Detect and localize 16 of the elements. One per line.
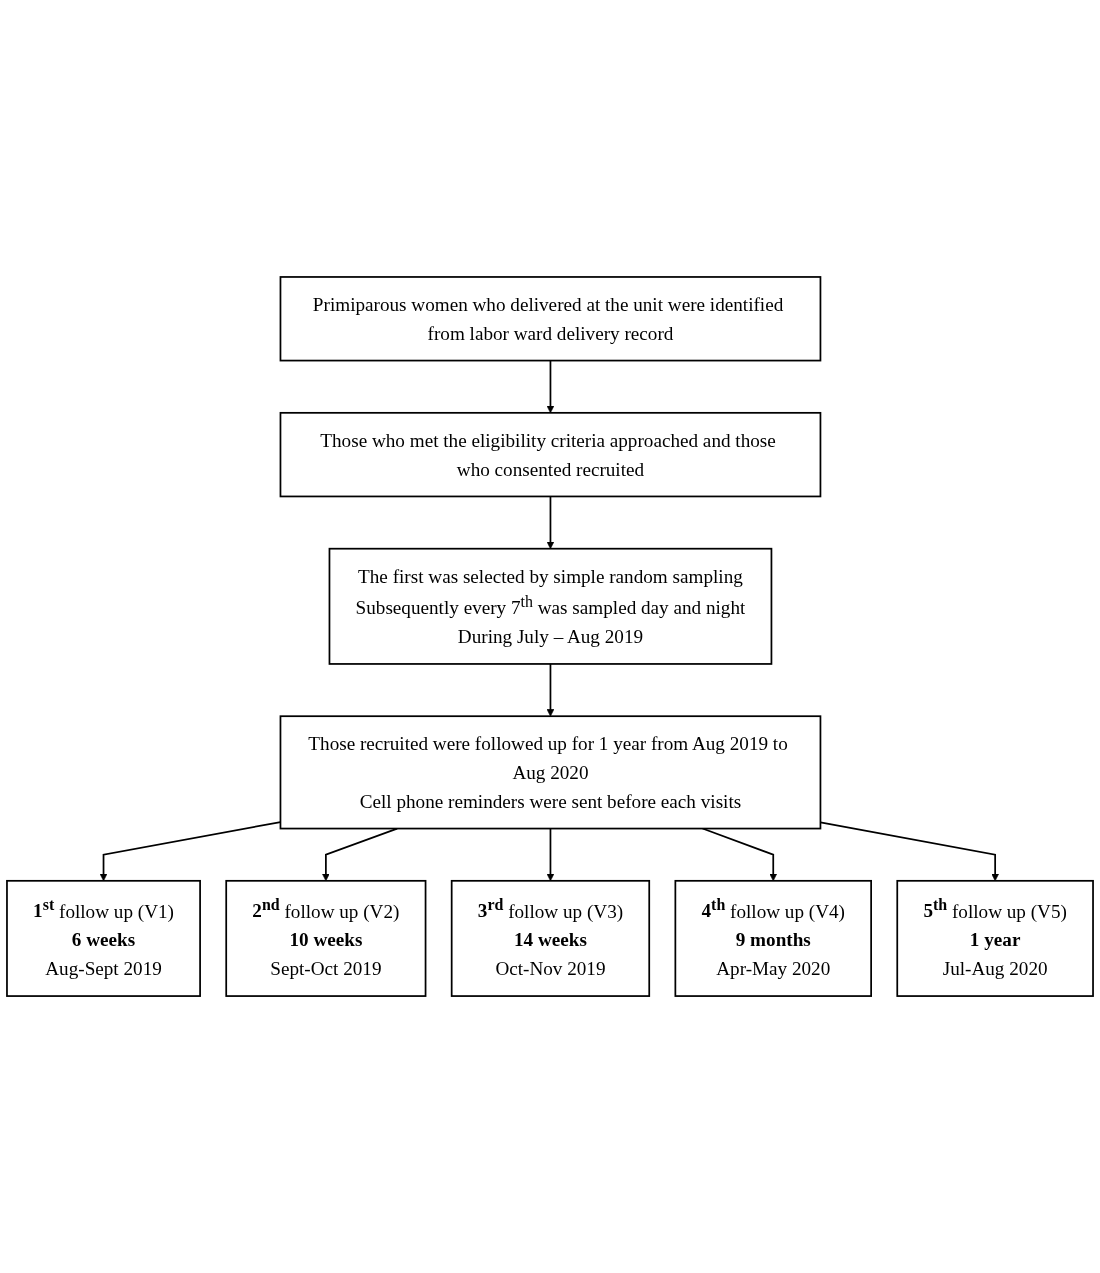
node-box: Those recruited were followed up for 1 year from Aug 2019 to Aug 2020 Cell phone reminders were sent before each visits [279,715,822,830]
node-box: 1$^{st}$ follow up (V1) 6 weeks Aug-Sept 2019 [6,879,201,997]
arrow [546,359,555,414]
node-box: Primiparous women who delivered at the unit were identified from labor ward delivery record [279,276,822,362]
arrow [546,827,555,882]
arrow [322,827,399,882]
arrow [701,827,778,882]
node-box: Those who met the eligibility criteria approached and those who consented recruited [279,411,822,498]
arrow [546,495,555,550]
node-box: 2$^{nd}$ follow up (V2) 10 weeks Sept-Oct 2019 [225,879,427,997]
arrow [819,821,999,882]
node-box: 3$^{rd}$ follow up (V3) 14 weeks Oct-Nov 2019 [450,879,651,997]
arrow [546,663,555,717]
node-box: 4$^{th}$ follow up (V4) 9 months Apr-May 2020 [674,879,872,997]
node-box: 5$^{th}$ follow up (V5) 1 year Jul-Aug 2020 [896,879,1094,997]
node-box: The first was selected by simple random sampling Subsequently every 7$^{th}$ was sampled day and night During July – Aug 2019 [328,547,773,665]
